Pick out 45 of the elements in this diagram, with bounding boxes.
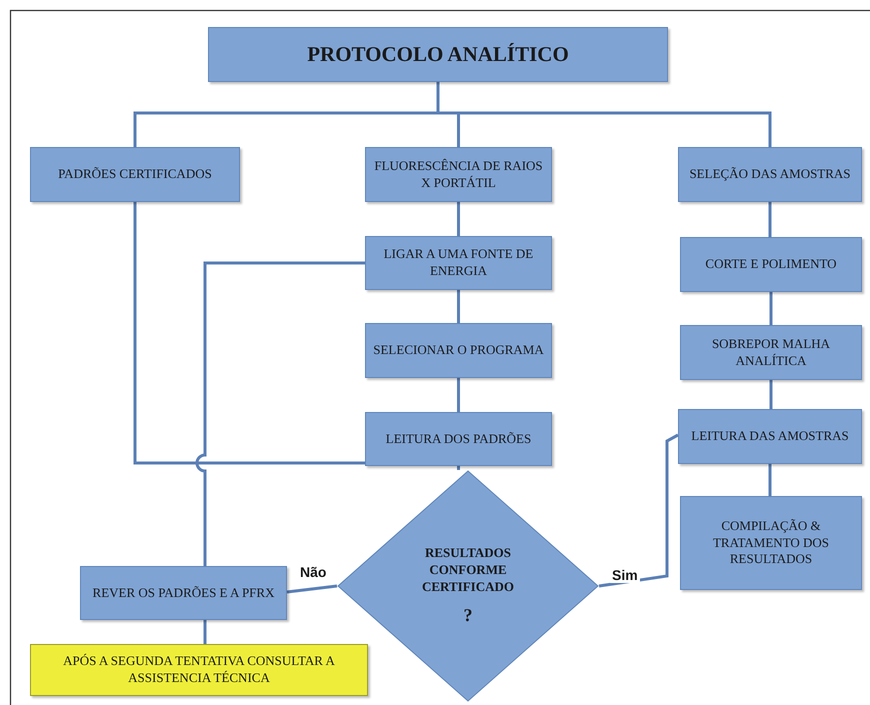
question-mark: ? [462, 604, 474, 627]
process-box [365, 323, 552, 378]
connector-line [286, 584, 338, 594]
node-text: CORTE E POLIMENTO [704, 256, 838, 273]
connector-line [457, 466, 460, 470]
decision-diamond [337, 470, 599, 702]
edge-label: Sim [610, 567, 640, 583]
node-text: REVER OS PADRÕES E A PFRX [92, 584, 276, 602]
node-text: SELEÇÃO DAS AMOSTRAS [688, 166, 852, 183]
node-text: FLUORESCÊNCIA DE RAIOS X PORTÁTIL [373, 158, 544, 192]
connector-line [598, 434, 679, 588]
node-text: PADRÕES CERTIFICADOS [57, 166, 213, 183]
process-box [30, 147, 240, 202]
connector-line [134, 202, 365, 464]
connector-line [457, 378, 460, 412]
node-text: LEITURA DOS PADRÕES [384, 430, 532, 448]
node-text: RESULTADOS CONFORME CERTIFICADO [421, 544, 515, 596]
process-box [365, 147, 552, 202]
process-box [80, 566, 287, 620]
title-box [208, 27, 668, 82]
process-box [365, 236, 552, 290]
connector-line [436, 82, 772, 147]
connector-line [457, 202, 460, 236]
process-box [680, 496, 862, 590]
connector-line [770, 380, 772, 409]
node-text: PROTOCOLO ANALÍTICO [306, 40, 570, 68]
node-text: COMPILAÇÃO & TRATAMENTO DOS RESULTADOS [712, 518, 830, 568]
node-text: LEITURA DAS AMOSTRAS [690, 428, 850, 445]
node-text: SOBREPOR MALHA ANALÍTICA [710, 336, 832, 370]
process-box [680, 237, 862, 292]
connector-line [768, 464, 772, 496]
node-text: SELECIONAR O PROGRAMA [372, 342, 545, 359]
process-box [678, 147, 862, 202]
node-text: APÓS A SEGUNDA TENTATIVA CONSULTAR A ASSISTENCIA TÉCNICA [62, 653, 336, 687]
process-box [365, 412, 552, 466]
edge-label: Não [298, 564, 328, 580]
node-text: LIGAR A UMA FONTE DE ENERGIA [382, 246, 534, 280]
connector-line [768, 202, 772, 237]
process-box [680, 325, 862, 380]
connector-line [196, 262, 365, 566]
connector-line [204, 620, 206, 644]
process-box [678, 409, 862, 464]
connector-line [457, 290, 460, 323]
connector-line [770, 292, 772, 325]
note-box [30, 644, 368, 696]
